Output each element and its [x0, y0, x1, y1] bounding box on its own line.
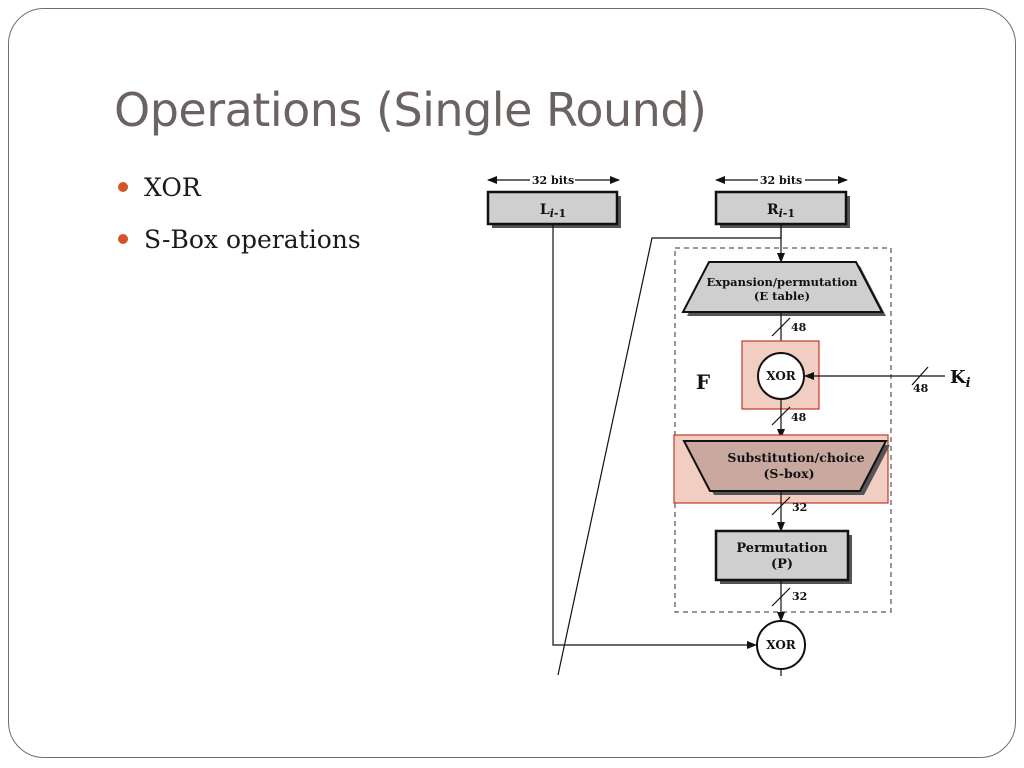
expansion-permutation-box: Expansion/permutation (E table): [681, 261, 886, 316]
permutation-box: Permutation (P): [714, 529, 852, 584]
slide-frame: [8, 8, 1016, 758]
right-half-box: Ri-1: [714, 190, 850, 228]
permutation-label-line1: Permutation: [736, 541, 828, 556]
bullet-item: XOR: [116, 168, 361, 220]
permutation-label-line2: (P): [771, 557, 793, 572]
sbox-label-line2: (S-box): [763, 466, 814, 481]
bullet-dot-icon: [118, 234, 128, 244]
left-width-label: 32 bits: [532, 174, 574, 187]
round-key-label: Ki: [950, 367, 971, 391]
bullet-text-xor: XOR: [144, 173, 201, 202]
left-half-box: Li-1: [486, 190, 621, 228]
bullet-item: S-Box operations: [116, 220, 361, 272]
bullet-dot-icon: [118, 182, 128, 192]
inner-xor-label: XOR: [766, 369, 797, 383]
bits-after-xor: 48: [791, 411, 807, 424]
bit-width-slash: [771, 587, 791, 607]
bits-after-permutation: 32: [792, 590, 807, 603]
bit-width-slash: [911, 366, 929, 386]
bullet-text-sbox: S-Box operations: [144, 225, 361, 254]
f-function-label: F: [696, 370, 710, 394]
bits-after-sbox: 32: [792, 501, 807, 514]
outer-xor-label: XOR: [766, 638, 797, 652]
expansion-label-line2: (E table): [754, 289, 810, 303]
bit-width-slash: [771, 406, 791, 426]
bits-key-in: 48: [913, 382, 929, 395]
bit-width-slash: [771, 317, 791, 337]
bullet-list: XOR S-Box operations: [116, 168, 361, 272]
bits-after-expansion: 48: [791, 321, 807, 334]
right-half-label: Ri-1: [767, 202, 795, 220]
sbox-label-line1: Substitution/choice: [727, 450, 864, 465]
right-width-label: 32 bits: [760, 174, 802, 187]
expansion-label-line1: Expansion/permutation: [707, 275, 859, 289]
bit-width-slash: [771, 496, 791, 516]
substitution-sbox-box: Substitution/choice (S-box): [682, 440, 890, 495]
left-half-label: Li-1: [540, 202, 566, 220]
right-width-indicator: 32 bits: [715, 174, 848, 187]
left-width-indicator: 32 bits: [487, 174, 620, 187]
slide-title: Operations (Single Round): [114, 83, 707, 137]
l-half-to-xor-line: [552, 224, 757, 649]
